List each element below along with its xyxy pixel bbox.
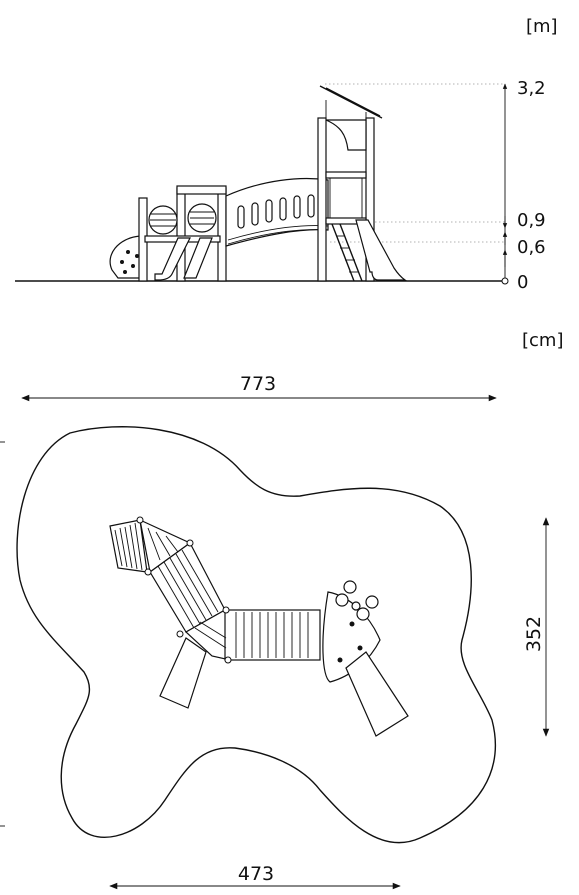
plan-unit-label: [cm]: [522, 330, 563, 351]
plan-upper-deck: [109, 516, 226, 633]
elevation-unit-label: [m]: [526, 16, 558, 37]
elevation-view: [m] 3,2 0,9 0,6 0: [15, 16, 558, 293]
width-dimension-label: 773: [240, 373, 276, 395]
inner-width-dimension-label: 473: [238, 863, 274, 885]
plan-right-slide: [345, 651, 409, 737]
plan-left-slide: [159, 637, 207, 709]
ground-marker: [501, 277, 509, 285]
safety-area-outline: [16, 426, 497, 844]
plan-play-panel: [335, 580, 379, 621]
left-slide: [154, 237, 191, 281]
left-ramp: [183, 237, 213, 279]
small-tower: [138, 185, 227, 282]
plan-main-bridge: [176, 606, 321, 664]
level-label-ground: 0: [517, 272, 528, 293]
level-label-top: 3,2: [517, 78, 546, 99]
level-label-mid: 0,6: [517, 237, 546, 258]
tower-roof: [319, 85, 383, 119]
tall-tower: [317, 85, 383, 282]
depth-dimension-label: 352: [523, 616, 545, 652]
arched-bridge: [225, 177, 329, 247]
tower-ladder: [331, 223, 363, 282]
right-slide: [355, 219, 407, 281]
level-label-high: 0,9: [517, 210, 546, 231]
plan-view: [cm] 773 352 473: [16, 330, 563, 890]
